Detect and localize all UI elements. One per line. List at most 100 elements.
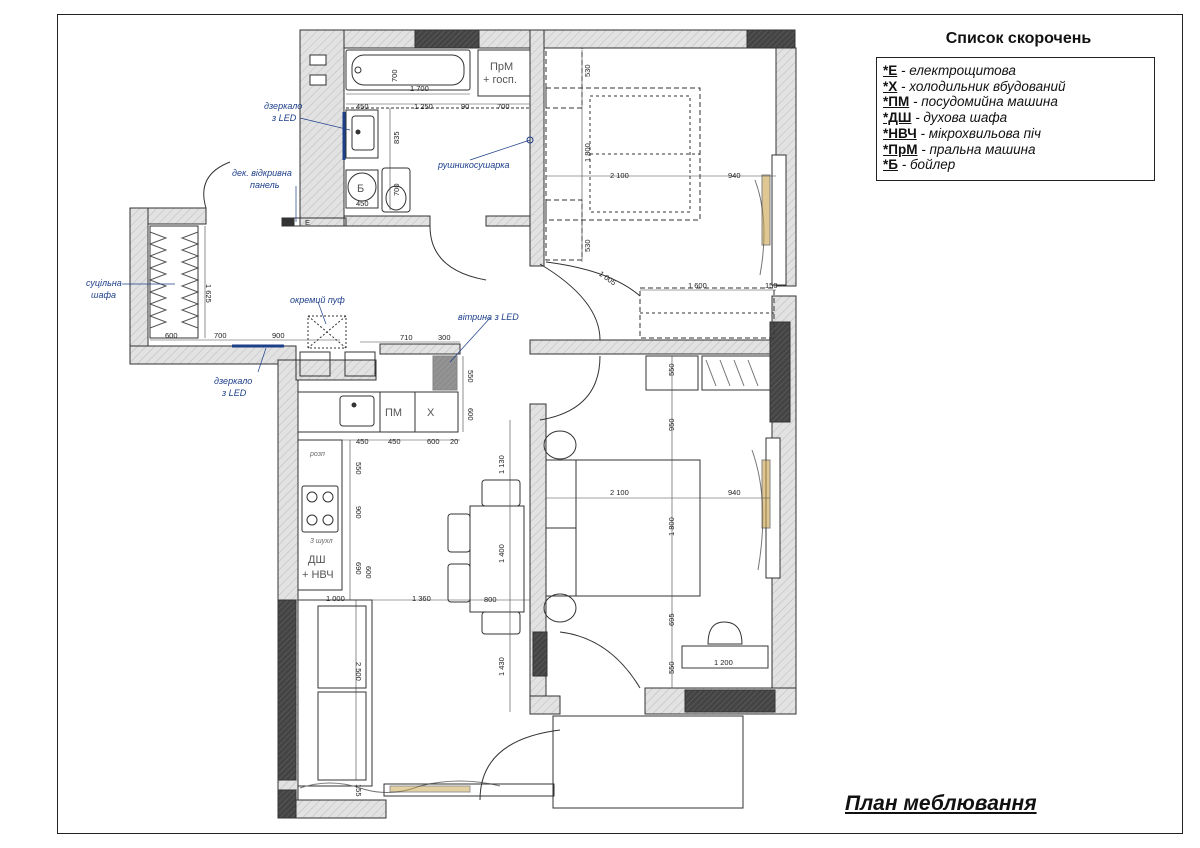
legend-item: *ПМ - посудомийна машина <box>883 94 1148 110</box>
sink-cabinet <box>345 109 379 159</box>
svg-text:1 700: 1 700 <box>410 84 429 93</box>
svg-text:450: 450 <box>356 199 369 208</box>
svg-text:2 100: 2 100 <box>610 171 629 180</box>
toilet <box>381 167 411 213</box>
svg-text:450: 450 <box>356 102 369 111</box>
balcony-sill <box>383 783 555 797</box>
svg-text:835: 835 <box>392 131 401 144</box>
dimension-lines <box>150 50 776 780</box>
svg-text:дзеркало: дзеркало <box>264 101 302 111</box>
legend-item: *Е - електрощитова <box>883 63 1148 79</box>
plan-title: План меблювання <box>845 792 1037 815</box>
svg-text:1 400: 1 400 <box>497 544 506 563</box>
svg-text:Б: Б <box>357 183 364 195</box>
legend-abbr: *ДШ <box>883 110 912 126</box>
legend-title: Список скорочень <box>945 30 1092 47</box>
hob <box>301 485 339 533</box>
svg-text:700: 700 <box>390 69 399 82</box>
svg-text:600: 600 <box>165 331 178 340</box>
bathtub <box>345 49 471 91</box>
svg-text:550: 550 <box>354 462 363 475</box>
svg-text:шафа: шафа <box>91 290 116 300</box>
svg-text:450: 450 <box>388 437 401 446</box>
legend-abbr: *Б <box>883 157 898 173</box>
svg-text:900: 900 <box>272 331 285 340</box>
kitchen-counter <box>297 391 459 433</box>
wardrobe-bedroom-2 <box>701 355 771 391</box>
svg-text:700: 700 <box>214 331 227 340</box>
balcony <box>552 715 744 809</box>
svg-text:800: 800 <box>484 595 497 604</box>
bathroom-labels: ПрМ + госп. Б Е <box>305 61 517 227</box>
legend-text: - духова шафа <box>911 110 1008 126</box>
svg-text:710: 710 <box>400 333 413 342</box>
svg-text:ПрМ: ПрМ <box>490 61 513 73</box>
legend-item: *ДШ - духова шафа <box>883 110 1148 126</box>
svg-text:дзеркало: дзеркало <box>214 376 252 386</box>
legend-text: - мікрохвильова піч <box>916 125 1042 141</box>
svg-text:150: 150 <box>765 281 778 290</box>
drawing-sheet-frame <box>57 14 1183 834</box>
svg-text:3 шухл: 3 шухл <box>310 538 333 545</box>
desk-chair <box>707 621 743 645</box>
svg-text:ДШ: ДШ <box>308 554 326 566</box>
svg-text:окремий пуф: окремий пуф <box>290 295 345 305</box>
svg-text:1 250: 1 250 <box>414 102 433 111</box>
legend-abbr: *НВЧ <box>883 125 917 141</box>
svg-text:2 500: 2 500 <box>354 662 363 681</box>
boiler <box>347 172 377 202</box>
svg-text:20: 20 <box>450 437 458 446</box>
svg-text:панель: панель <box>250 180 280 190</box>
svg-text:550: 550 <box>466 370 475 383</box>
svg-text:ПМ: ПМ <box>385 407 402 419</box>
svg-text:1 625: 1 625 <box>204 284 213 303</box>
bedroom-1 <box>545 47 775 339</box>
svg-text:940: 940 <box>728 488 741 497</box>
svg-text:суцільна: суцільна <box>86 278 122 288</box>
svg-text:з LED: з LED <box>221 388 247 398</box>
legend-text: - пральна машина <box>917 141 1036 157</box>
svg-text:550: 550 <box>667 363 676 376</box>
svg-text:+ госп.: + госп. <box>483 74 517 86</box>
legend-item: *НВЧ - мікрохвильова піч <box>883 126 1148 142</box>
kitchen <box>297 355 459 591</box>
svg-text:940: 940 <box>728 171 741 180</box>
pouf <box>307 315 347 349</box>
legend-item: *Х - холодильник вбудований <box>883 79 1148 95</box>
annotations: дзеркало з LED дек. відкривна панель руш… <box>86 101 519 398</box>
wardrobe-bedroom-1 <box>639 287 775 339</box>
walls <box>129 29 797 819</box>
svg-text:з LED: з LED <box>271 113 297 123</box>
vitrine <box>432 355 458 391</box>
svg-text:1 800: 1 800 <box>667 517 676 536</box>
svg-text:700: 700 <box>392 183 401 196</box>
svg-text:550: 550 <box>667 661 676 674</box>
legend-item: *ПрМ - пральна машина <box>883 142 1148 158</box>
sofa <box>297 599 373 787</box>
svg-text:дек. відкривна: дек. відкривна <box>232 168 292 178</box>
svg-text:695: 695 <box>667 613 676 626</box>
svg-text:530: 530 <box>583 64 592 77</box>
legend-text: - електрощитова <box>897 63 1016 78</box>
svg-text:рушникосушарка: рушникосушарка <box>437 160 510 170</box>
svg-text:Х: Х <box>427 407 435 419</box>
kitchen-labels: ПМ Х ДШ + НВЧ розп 3 шухл <box>302 407 435 581</box>
dining <box>447 479 525 635</box>
bedroom-2 <box>543 355 771 669</box>
legend-item: *Б - бойлер <box>883 157 1148 173</box>
svg-text:1 430: 1 430 <box>497 657 506 676</box>
svg-text:690: 690 <box>354 562 363 575</box>
legend-abbr: *Е <box>883 63 898 78</box>
svg-text:+ НВЧ: + НВЧ <box>302 569 334 581</box>
svg-text:1 360: 1 360 <box>412 594 431 603</box>
svg-text:вітрина з LED: вітрина з LED <box>458 312 519 322</box>
chair <box>481 611 521 635</box>
svg-text:600: 600 <box>427 437 440 446</box>
svg-text:700: 700 <box>497 102 510 111</box>
wardrobe-niche <box>149 225 199 339</box>
svg-text:600: 600 <box>466 408 475 421</box>
svg-text:1 130: 1 130 <box>497 455 506 474</box>
kitchen-side-counter <box>297 439 343 591</box>
svg-text:Е: Е <box>305 218 310 227</box>
legend-abbr: *Х <box>883 78 898 94</box>
